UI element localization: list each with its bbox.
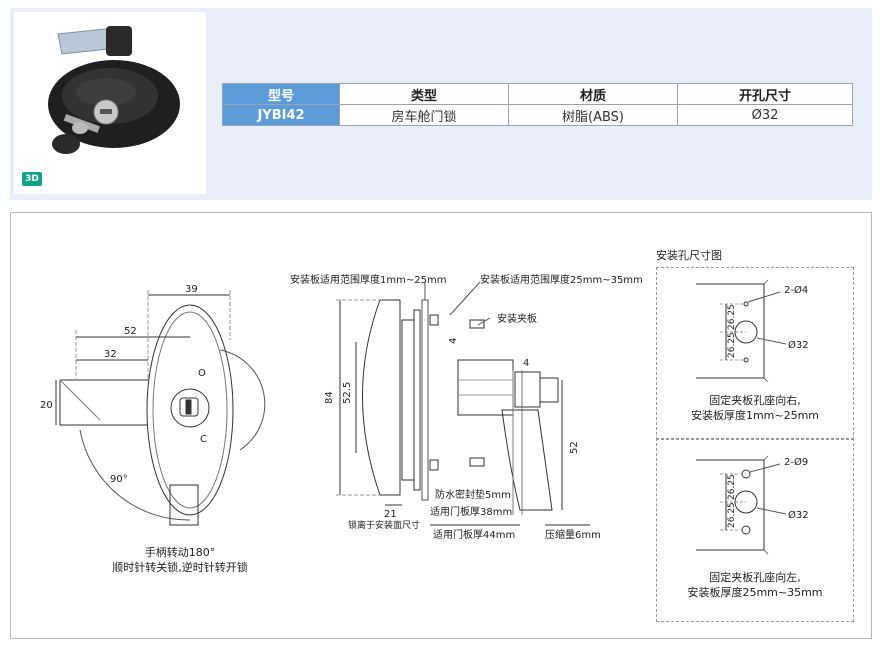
cell-hole-size: Ø32	[677, 104, 853, 126]
spec-table-row: JYBI42 房车舱门锁 树脂(ABS) Ø32	[222, 104, 853, 126]
dim-21: 21	[384, 509, 397, 520]
product-photo-frame	[14, 12, 206, 194]
hole-diagram-bottom: 2-Ø9 26.25 26.25 Ø32	[696, 455, 809, 555]
dim-52-5: 52.5	[342, 382, 353, 404]
front-view-drawing: 39 52 32 20 90° O C	[40, 284, 266, 526]
spec-table: 型号 类型 材质 开孔尺寸 JYBI42 房车舱门锁 树脂(ABS) Ø32	[222, 83, 853, 126]
close-label: C	[200, 434, 207, 445]
cell-model: JYBI42	[222, 104, 340, 126]
dim-32: 32	[104, 349, 117, 360]
dim-39: 39	[185, 284, 198, 295]
hole-diagram-title: 安装孔尺寸图	[656, 249, 722, 262]
dim-4-top: 4	[448, 338, 459, 344]
bottom-hole-caption-1: 固定夹板孔座向左,	[709, 571, 801, 584]
top-label-left: 安装板适用范围厚度1mm~25mm	[290, 275, 447, 286]
dim-90-deg: 90°	[110, 474, 128, 485]
cell-type: 房车舱门锁	[339, 104, 509, 126]
dim-20: 20	[40, 400, 53, 411]
side-view-drawing: 84 52.5 4 4 52 21	[324, 281, 590, 526]
3d-badge[interactable]: 3D	[22, 172, 42, 186]
open-label: O	[198, 368, 206, 379]
header-model: 型号	[222, 83, 340, 105]
compress-label: 压缩量6mm	[545, 530, 601, 541]
hole-diagram-top-box	[656, 267, 854, 440]
hole-diagram-bottom-box	[656, 438, 854, 622]
header-hole-size: 开孔尺寸	[677, 83, 853, 105]
bottom-dia: Ø32	[788, 509, 809, 521]
dim-52-right: 52	[569, 441, 580, 454]
top-dim-b: 26.25	[727, 332, 737, 358]
top-hole-caption-2: 安装板厚度1mm~25mm	[690, 409, 820, 422]
bottom-dim-b: 26.25	[727, 502, 737, 528]
dim-84: 84	[324, 391, 335, 404]
dim-52: 52	[124, 326, 137, 337]
bottom-dim-a: 26.25	[727, 474, 737, 500]
spec-table-header-row: 型号 类型 材质 开孔尺寸	[222, 83, 853, 105]
dim-4-right: 4	[523, 358, 529, 369]
header-type: 类型	[339, 83, 509, 105]
cell-material: 树脂(ABS)	[508, 104, 678, 126]
bottom-hole-caption-2: 安装板厚度25mm~35mm	[687, 586, 823, 599]
front-caption-line2: 顺时针转关锁,逆时针转开锁	[112, 561, 248, 574]
product-photo	[48, 26, 180, 154]
top-label-right: 安装板适用范围厚度25mm~35mm	[480, 275, 643, 286]
seal-label: 防水密封垫5mm	[435, 490, 511, 501]
hole-diagram-top: 2-Ø4 26.25 26.25 Ø32	[696, 279, 809, 382]
top-hole-caption-1: 固定夹板孔座向右,	[709, 394, 801, 407]
header-material: 材质	[508, 83, 678, 105]
lock-offset-label: 锁离于安装面尺寸	[348, 521, 421, 531]
front-caption-line1: 手柄转动180°	[144, 546, 216, 559]
bottom-hole-label: 2-Ø9	[784, 456, 808, 468]
clip-label: 安装夹板	[497, 314, 537, 325]
top-dim-a: 26.25	[727, 304, 737, 330]
top-hole-label: 2-Ø4	[784, 284, 808, 296]
door-38-label: 适用门板厚38mm	[430, 507, 513, 518]
door-44-label: 适用门板厚44mm	[433, 530, 516, 541]
top-dia: Ø32	[788, 339, 809, 351]
